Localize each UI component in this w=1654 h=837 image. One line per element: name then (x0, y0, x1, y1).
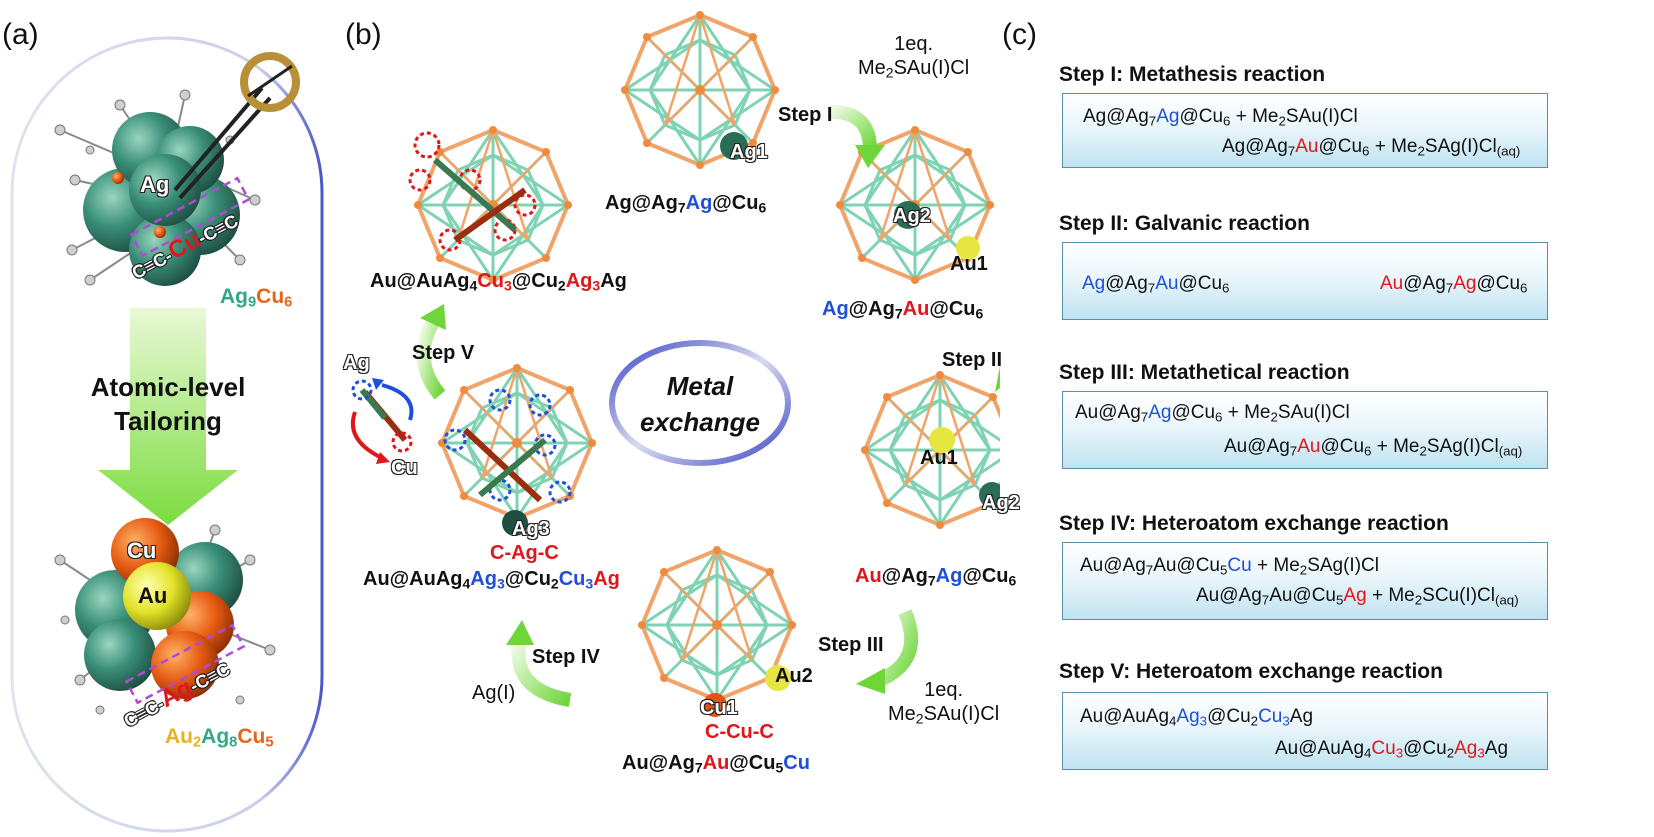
atom-ag2-b: Ag2 (982, 492, 1020, 514)
atom-cu-swap: Cu (391, 457, 418, 479)
top-formula: Ag9Cu6 (220, 285, 293, 311)
atom-au2: Au2 (775, 665, 813, 687)
step-2-box (1062, 242, 1548, 320)
atom-ag1: Ag1 (730, 141, 768, 163)
step-5-title: Step V: Heteroatom exchange reaction (1059, 660, 1443, 683)
atom-ag-swap: Ag (343, 352, 370, 374)
panel-label-b: (b) (345, 18, 382, 51)
step-4-label: Step IV (532, 646, 600, 668)
atom-ag2: Ag2 (893, 205, 931, 227)
step-4-product: Au@Ag7Au@Cu5Ag + Me2SCu(I)Cl(aq) (1196, 585, 1519, 608)
step-3-reactant: Au@Ag7Ag@Cu6 + Me2SAu(I)Cl (1075, 402, 1350, 425)
atom-au1-b: Au1 (920, 447, 958, 469)
reagent-top: 1eq.Me2SAu(I)Cl (858, 33, 970, 81)
step-5-reactant: Au@AuAg4Ag3@Cu2Cu3Ag (1080, 706, 1314, 729)
panel-b-graphics (350, 9, 1000, 717)
formula-au-auag4-cu3-cu2-ag3-ag: Au@AuAg4Cu3@Cu2Ag3Ag (370, 270, 627, 294)
atom-label-ag: Ag (140, 172, 170, 197)
step-4-box (1062, 542, 1548, 620)
reagent-bottom: 1eq.Me2SAu(I)Cl (888, 679, 1000, 727)
bottom-formula: Au2Ag8Cu5 (165, 725, 274, 751)
panel-label-a: (a) (2, 18, 39, 51)
formula-au-ag7-au-cu5-cu: Au@Ag7Au@Cu5Cu (622, 752, 810, 776)
step-4-reactant: Au@Ag7Au@Cu5Cu + Me2SAg(I)Cl (1080, 555, 1379, 578)
step-5-product: Au@AuAg4Cu3@Cu2Ag3Ag (1275, 738, 1509, 761)
step-3-product: Au@Ag7Au@Cu6 + Me2SAg(I)Cl(aq) (1224, 436, 1523, 459)
ag-c-bond-label: C-Ag-C (490, 542, 559, 564)
step-5-label: Step V (412, 342, 475, 364)
atom-label-au: Au (138, 583, 168, 608)
step-2-product: Au@Ag7Ag@Cu6 (1380, 273, 1528, 296)
formula-ag-ag7-au-cu6: Ag@Ag7Au@Cu6 (822, 298, 984, 322)
step-3-box (1062, 391, 1548, 469)
step-1-product: Ag@Ag7Au@Cu6 + Me2SAg(I)Cl(aq) (1222, 136, 1521, 159)
step-2-reactant: Ag@Ag7Au@Cu6 (1082, 273, 1230, 296)
step-2-label: Step II (942, 349, 1003, 371)
step-5-box (1062, 692, 1548, 770)
step-2-title: Step II: Galvanic reaction (1059, 212, 1310, 235)
step-1-box (1062, 93, 1548, 168)
step-3-label: Step III (818, 634, 884, 656)
atom-ag3: Ag3 (512, 518, 550, 540)
formula-ag-ag7-ag-cu6: Ag@Ag7Ag@Cu6 (605, 192, 767, 216)
atom-cu1: Cu1 (700, 697, 738, 719)
formula-au-auag4-ag3-cu2-cu3-ag: Au@AuAg4Ag3@Cu2Cu3Ag (363, 568, 620, 592)
panel-a-graphics (10, 36, 324, 833)
formula-au-ag7-ag-cu6: Au@Ag7Ag@Cu6 (855, 565, 1017, 589)
step-3-title: Step III: Metathetical reaction (1059, 361, 1350, 384)
atom-au1: Au1 (950, 253, 988, 275)
step-1-reactant: Ag@Ag7Ag@Cu6 + Me2SAu(I)Cl (1083, 106, 1358, 129)
step-1-title: Step I: Metathesis reaction (1059, 63, 1326, 86)
atom-label-cu: Cu (127, 538, 157, 563)
cu-c-bond-label: C-Cu-C (705, 721, 774, 743)
panel-label-c: (c) (1002, 18, 1037, 51)
step-4-title: Step IV: Heteroatom exchange reaction (1059, 512, 1449, 535)
ag-i-reagent: Ag(I) (472, 682, 516, 704)
step-1-label: Step I (778, 104, 833, 126)
